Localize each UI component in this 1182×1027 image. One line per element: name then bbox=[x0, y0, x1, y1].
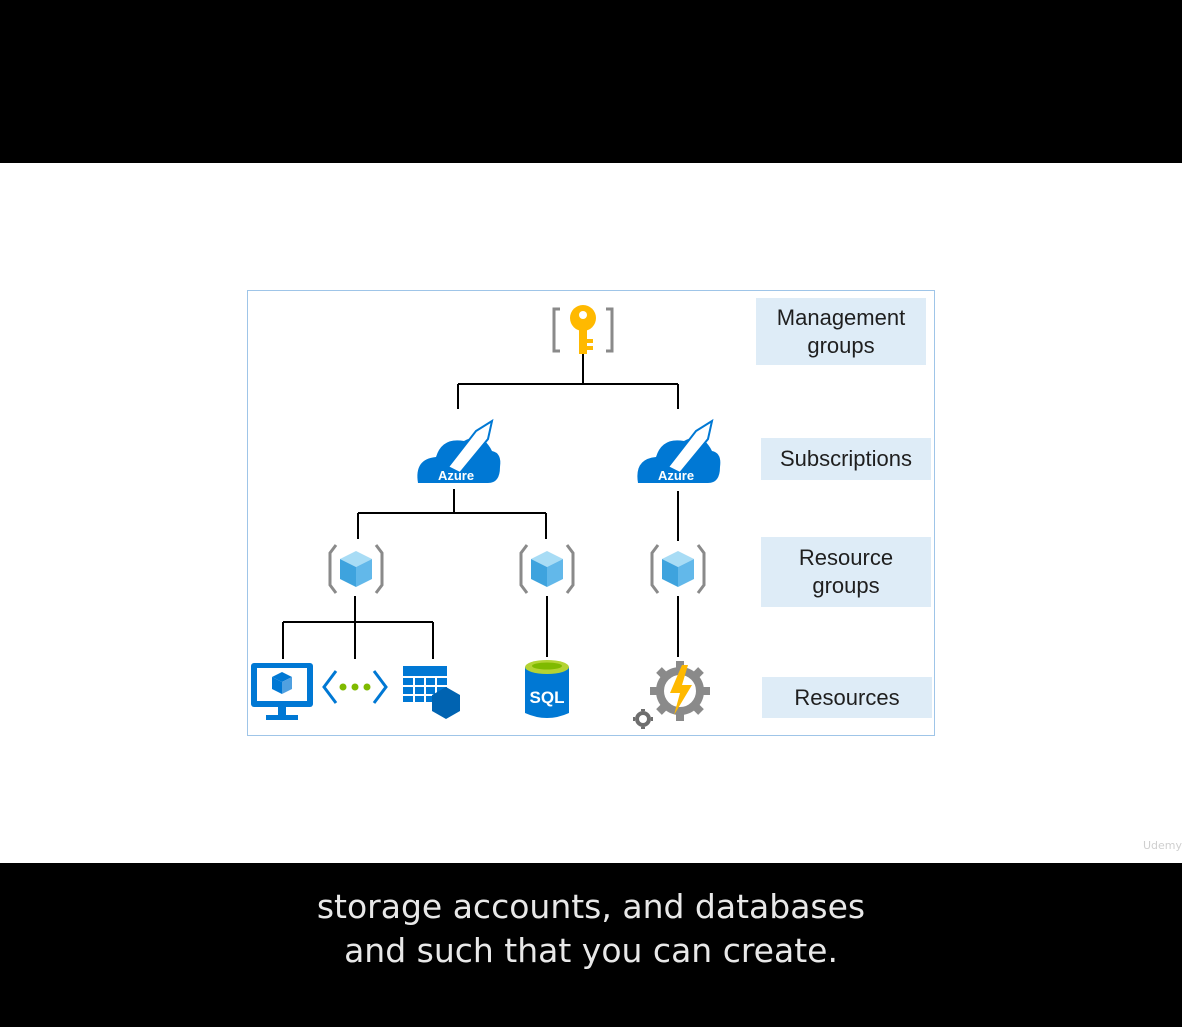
watermark: Udemy bbox=[1142, 839, 1182, 852]
diagram-canvas: Azure Azure bbox=[251, 305, 721, 729]
resource-group-icon bbox=[519, 544, 575, 594]
slide-stage: Azure Azure bbox=[0, 163, 1182, 863]
storage-table-icon bbox=[403, 666, 460, 719]
azure-subscription-icon: Azure bbox=[417, 418, 501, 483]
function-app-icon bbox=[633, 661, 710, 729]
label-resources: Resources bbox=[762, 677, 932, 718]
resource-group-icon bbox=[650, 544, 706, 594]
sql-database-icon: SQL bbox=[525, 660, 569, 718]
subtitle-caption: storage accounts, and databases and such… bbox=[0, 885, 1182, 973]
connector-lines bbox=[282, 353, 679, 659]
label-resource-groups: Resource groups bbox=[761, 537, 931, 607]
label-subscriptions: Subscriptions bbox=[761, 438, 931, 480]
azure-subscription-icon: Azure bbox=[637, 418, 721, 483]
azure-hierarchy-diagram: Azure Azure bbox=[247, 290, 935, 736]
caption-line-2: and such that you can create. bbox=[344, 931, 838, 970]
cloud-label-2: Azure bbox=[658, 468, 694, 483]
video-top-bar bbox=[0, 0, 1182, 163]
resource-group-icon bbox=[328, 544, 384, 594]
sql-label: SQL bbox=[530, 688, 565, 707]
caption-line-1: storage accounts, and databases bbox=[316, 887, 866, 926]
key-icon bbox=[552, 305, 614, 354]
virtual-machine-icon bbox=[251, 663, 313, 720]
subtitle-bar: storage accounts, and databases and such… bbox=[0, 863, 1182, 1027]
cloud-label-1: Azure bbox=[438, 468, 474, 483]
label-management-groups: Management groups bbox=[756, 298, 926, 365]
virtual-network-icon bbox=[322, 670, 388, 704]
